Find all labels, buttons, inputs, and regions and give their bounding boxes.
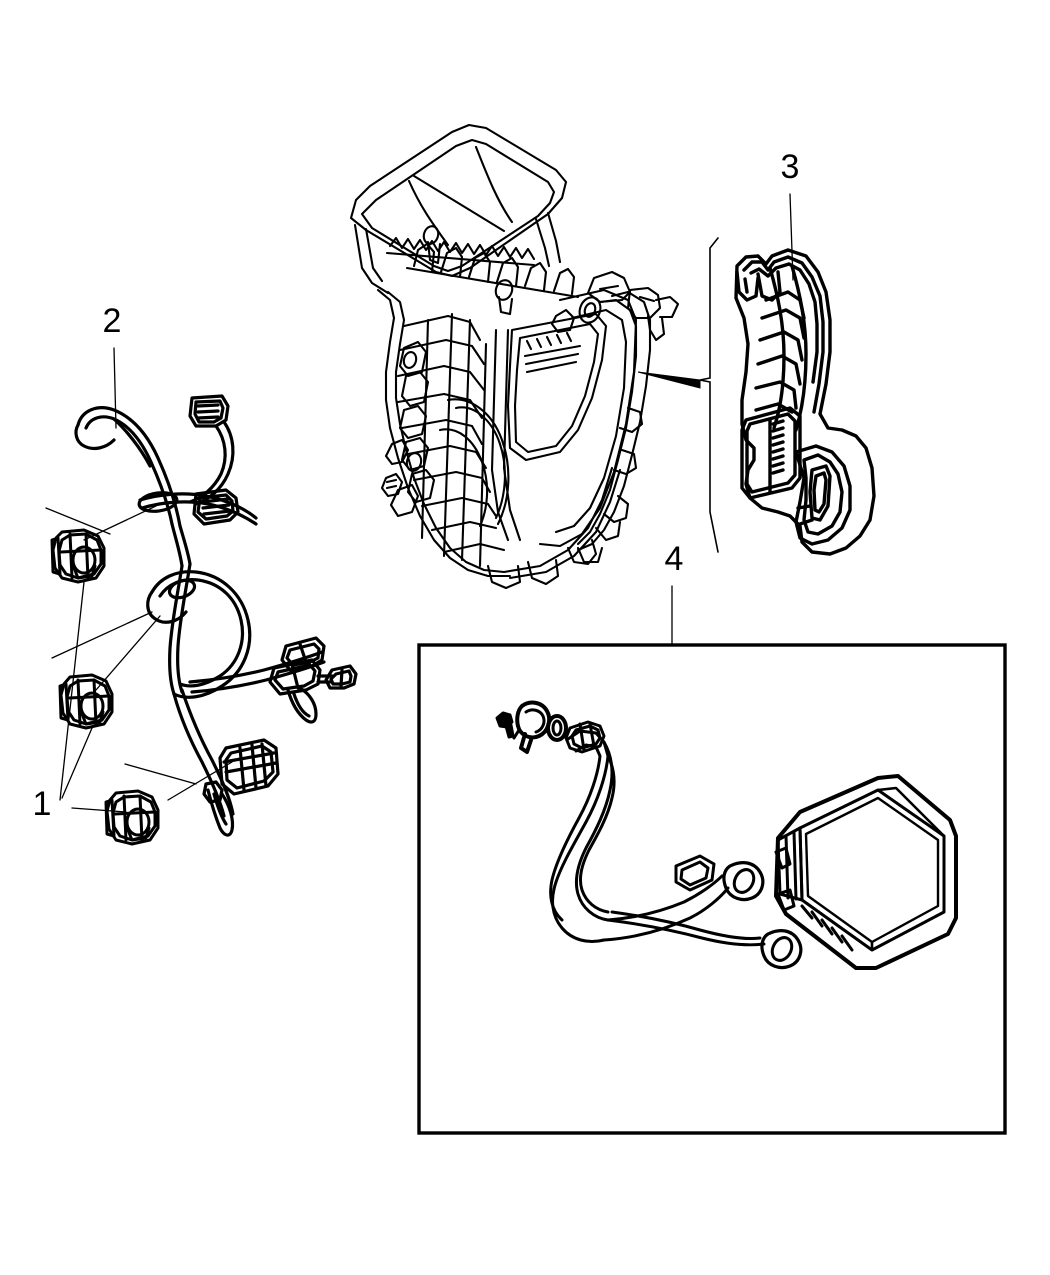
callout-label-1: 1	[33, 785, 52, 823]
o-ring-seal	[546, 714, 568, 742]
hvac-housing-assembly	[349, 123, 680, 590]
leader-line-2	[113, 347, 117, 429]
callout-label-4: 4	[665, 540, 684, 578]
pointer-c2	[167, 761, 233, 801]
callout-label-3: 3	[781, 148, 800, 186]
pointer-a1	[45, 507, 111, 535]
heater-tube-assembly	[549, 720, 803, 970]
pointer-b1	[51, 611, 153, 659]
wiring-harness-assembly	[74, 394, 358, 837]
callout-labels: 1 2 3 4	[33, 148, 800, 823]
retainer-clip-c	[104, 789, 160, 846]
leader-line-3	[789, 193, 794, 281]
leader-line-1a	[59, 581, 85, 801]
housing-cover-panel	[734, 248, 876, 556]
detail-box-4	[417, 643, 1007, 1135]
retainer-clip-b	[58, 673, 114, 730]
heater-core-tube-assembly	[495, 700, 958, 970]
retainer-clips-group	[50, 528, 160, 846]
mounting-screw	[495, 711, 515, 739]
pointer-c1	[124, 763, 197, 785]
heater-core	[774, 774, 958, 970]
leader-lines	[45, 193, 794, 813]
leader-line-1c	[71, 807, 127, 813]
pointer-b2	[95, 615, 161, 691]
retainer-clip-a	[50, 528, 106, 584]
pointer-a2	[83, 505, 157, 541]
callout-label-2: 2	[103, 302, 122, 340]
arrow-3	[637, 371, 701, 389]
spring-retainer-clip	[512, 700, 552, 754]
leader-line-1b	[61, 727, 93, 799]
